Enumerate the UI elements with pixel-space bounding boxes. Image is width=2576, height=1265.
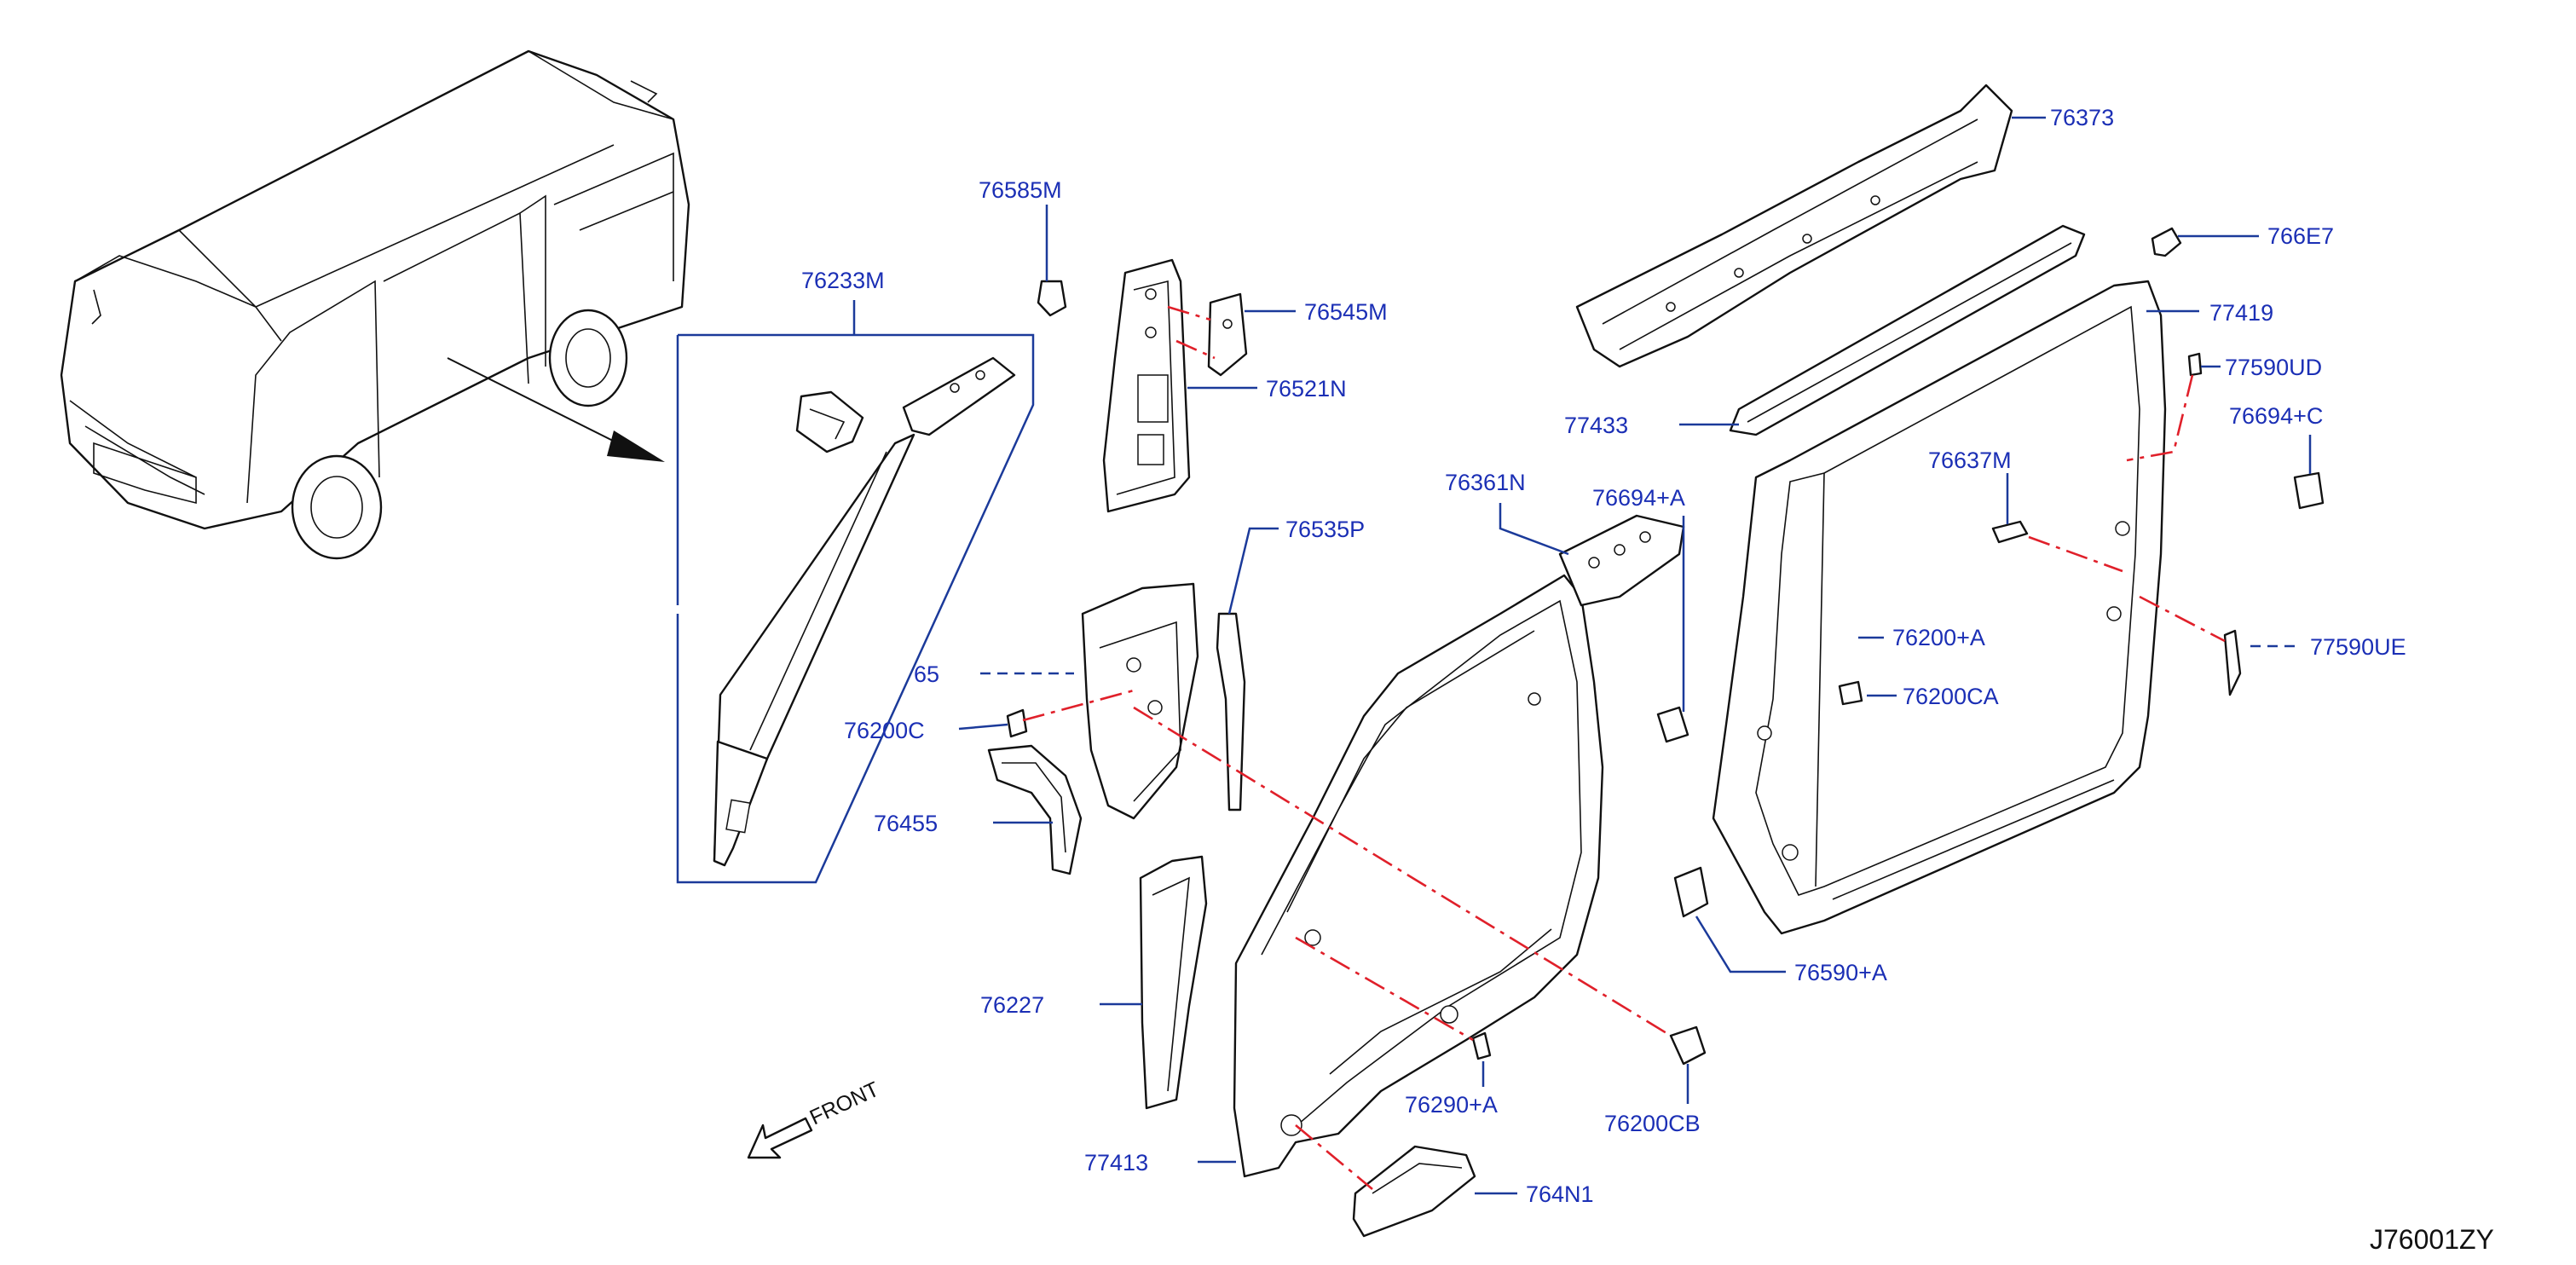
part-77433 — [1679, 224, 2086, 436]
label-76290a: 76290+A — [1405, 1092, 1498, 1118]
label-76521n: 76521N — [1266, 376, 1347, 401]
part-76290a — [1295, 936, 1492, 1087]
van-overview — [60, 49, 690, 560]
label-76585m: 76585M — [979, 177, 1062, 203]
part-76694a — [1656, 516, 1689, 743]
part-76361n — [1499, 503, 1685, 607]
part-76455 — [987, 744, 1083, 875]
part-76200a-76200ca — [1838, 636, 1897, 706]
part-77590ud — [2126, 352, 2221, 462]
part-77413 — [1198, 574, 1604, 1178]
label-76535p: 76535P — [1285, 517, 1365, 542]
part-77590ue — [2139, 595, 2302, 696]
part-764n1 — [1295, 1124, 1517, 1238]
part-76521n — [1102, 258, 1296, 513]
front-label: FRONT — [806, 1077, 883, 1130]
label-77419: 77419 — [2209, 300, 2273, 326]
drawing-code: J76001ZY — [2370, 1224, 2494, 1255]
front-direction-arrow: FRONT — [747, 1077, 883, 1159]
label-76694a: 76694+A — [1592, 485, 1685, 511]
part-76200cb — [1133, 706, 1707, 1104]
part-766e7 — [2151, 227, 2259, 257]
label-766e7: 766E7 — [2267, 223, 2334, 249]
part-76535p — [1216, 527, 1279, 812]
label-76200ca: 76200CA — [1903, 684, 1999, 709]
label-76200cb: 76200CB — [1604, 1111, 1701, 1136]
label-764n1: 764N1 — [1526, 1181, 1594, 1207]
label-76455: 76455 — [874, 811, 938, 836]
label-76200c: 76200C — [844, 718, 925, 743]
part-76637m — [1991, 473, 2123, 573]
label-76200a: 76200+A — [1892, 625, 1985, 650]
indicator-arrow — [447, 357, 665, 462]
part-76590a — [1673, 866, 1786, 973]
part-76585m — [1037, 205, 1067, 317]
label-65: 65 — [914, 661, 939, 687]
label-77590ud: 77590UD — [2225, 355, 2322, 380]
group-box-76233m — [676, 300, 1035, 884]
label-77433: 77433 — [1564, 413, 1628, 438]
label-76694c: 76694+C — [2229, 403, 2323, 429]
part-76227 — [1100, 855, 1208, 1110]
part-inner-panel — [958, 582, 1199, 820]
label-76590a: 76590+A — [1794, 960, 1887, 985]
label-76233m: 76233M — [801, 268, 885, 293]
label-76227: 76227 — [980, 992, 1044, 1018]
part-76694c — [2293, 435, 2325, 510]
label-76637m: 76637M — [1928, 448, 2012, 473]
label-77590ue: 77590UE — [2310, 634, 2406, 660]
label-76361n: 76361N — [1445, 470, 1526, 495]
part-76373 — [1575, 84, 2046, 368]
label-76373: 76373 — [2050, 105, 2114, 130]
label-77413: 77413 — [1084, 1150, 1148, 1175]
part-77419 — [1712, 280, 2199, 935]
label-76545m: 76545M — [1304, 299, 1388, 325]
